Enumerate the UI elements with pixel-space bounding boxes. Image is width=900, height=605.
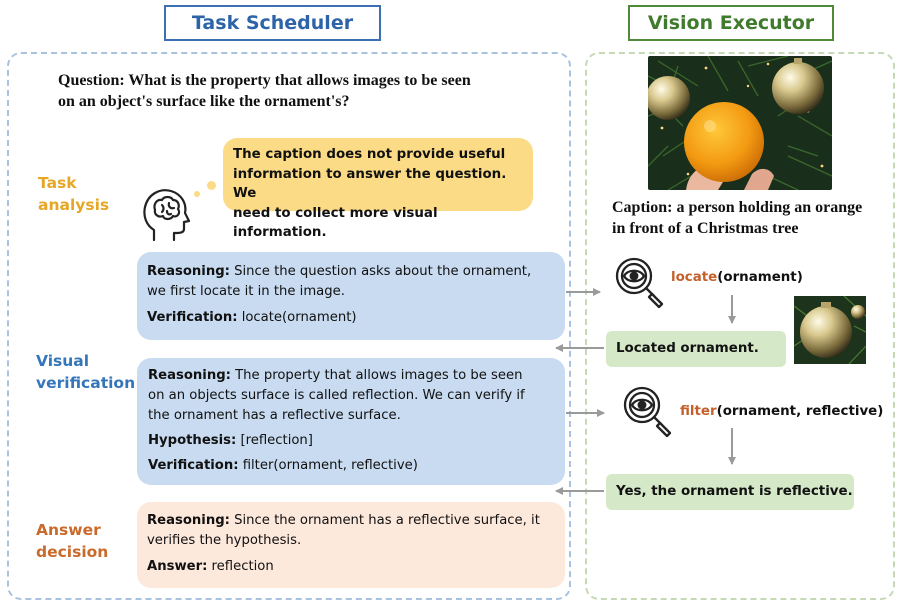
- thought-line-2: information to answer the question. We: [233, 166, 507, 202]
- visual-verification-label-line-1: Visual: [36, 352, 90, 370]
- hypothesis-value: [reflection]: [236, 433, 313, 448]
- caption-line-1: Caption: a person holding an orange: [612, 199, 863, 216]
- reasoning-label: Reasoning:: [147, 513, 230, 528]
- hypothesis-label: Hypothesis:: [148, 433, 237, 448]
- visual-verification-label: Visual verification: [36, 350, 135, 394]
- answer-value: reflection: [207, 559, 274, 574]
- verification-value: locate(ornament): [237, 310, 357, 325]
- brain-head-icon: [143, 189, 190, 242]
- thought-bubble-dot: [207, 181, 216, 190]
- reasoning-line-1: Reasoning: The property that allows imag…: [148, 366, 554, 386]
- answer-decision-label: Answer decision: [36, 519, 108, 563]
- filter-arguments: (ornament, reflective): [716, 404, 884, 419]
- task-scheduler-header: Task Scheduler: [164, 5, 381, 41]
- visual-verification-label-line-2: verification: [36, 374, 136, 392]
- locate-arguments: (ornament): [717, 270, 803, 285]
- question-line-1: Question: What is the property that allo…: [58, 72, 471, 89]
- reasoning-text: Since the question asks about the orname…: [229, 264, 532, 279]
- answer-decision-label-line-1: Answer: [36, 521, 101, 539]
- vision-executor-panel: [585, 52, 895, 600]
- task-analysis-label: Task analysis: [38, 172, 109, 216]
- thought-bubble-dot: [194, 191, 200, 197]
- task-analysis-thought: The caption does not provide useful info…: [223, 138, 533, 240]
- reasoning-line-2: on an objects surface is called reflecti…: [148, 388, 525, 403]
- answer-decision-box: Reasoning: Since the ornament has a refl…: [137, 502, 565, 588]
- reasoning-line-2: we first locate it in the image.: [147, 284, 345, 299]
- input-image-orange: [648, 56, 832, 190]
- reasoning-box-filter: Reasoning: The property that allows imag…: [137, 358, 565, 485]
- locate-operation: locate(ornament): [671, 270, 803, 285]
- task-analysis-label-line-1: Task: [38, 174, 77, 192]
- answer-reasoning-line-1: Reasoning: Since the ornament has a refl…: [147, 511, 555, 531]
- vision-executor-header: Vision Executor: [628, 5, 834, 41]
- question-line-2: on an object's surface like the ornament…: [58, 93, 350, 110]
- reasoning-text: Since the ornament has a reflective surf…: [229, 513, 540, 528]
- verification-label: Verification:: [147, 310, 238, 325]
- caption-line-2: in front of a Christmas tree: [612, 220, 799, 237]
- image-caption: Caption: a person holding an orange in f…: [612, 197, 892, 239]
- reasoning-line-3: the ornament has a reflective surface.: [148, 408, 401, 423]
- located-ornament-crop: [794, 296, 866, 364]
- answer-reasoning-line-2: verifies the hypothesis.: [147, 533, 302, 548]
- filter-function-name: filter: [680, 404, 717, 419]
- thought-line-3: need to collect more visual information.: [233, 205, 438, 241]
- reasoning-label: Reasoning:: [147, 264, 230, 279]
- task-scheduler-panel: [7, 52, 571, 600]
- reasoning-line-1: Reasoning: Since the question asks about…: [147, 262, 555, 282]
- task-analysis-label-line-2: analysis: [38, 196, 110, 214]
- reasoning-box-locate: Reasoning: Since the question asks about…: [137, 252, 565, 340]
- reasoning-text: The property that allows images to be se…: [230, 368, 523, 383]
- hypothesis-line: Hypothesis: [reflection]: [148, 431, 554, 451]
- filter-result: Yes, the ornament is reflective.: [606, 474, 854, 510]
- eye-magnifier-icon: [623, 386, 672, 438]
- answer-decision-label-line-2: decision: [36, 543, 109, 561]
- filter-operation: filter(ornament, reflective): [680, 404, 883, 419]
- verification-line: Verification: filter(ornament, reflectiv…: [148, 456, 554, 476]
- thought-line-1: The caption does not provide useful: [233, 147, 506, 162]
- verification-label: Verification:: [148, 458, 239, 473]
- locate-result: Located ornament.: [606, 331, 786, 367]
- answer-line: Answer: reflection: [147, 557, 555, 577]
- eye-magnifier-icon: [615, 257, 664, 309]
- question-text: Question: What is the property that allo…: [58, 70, 558, 112]
- verification-value: filter(ornament, reflective): [238, 458, 418, 473]
- reasoning-label: Reasoning:: [148, 368, 231, 383]
- locate-function-name: locate: [671, 270, 718, 285]
- answer-label: Answer:: [147, 559, 208, 574]
- verification-line: Verification: locate(ornament): [147, 308, 555, 328]
